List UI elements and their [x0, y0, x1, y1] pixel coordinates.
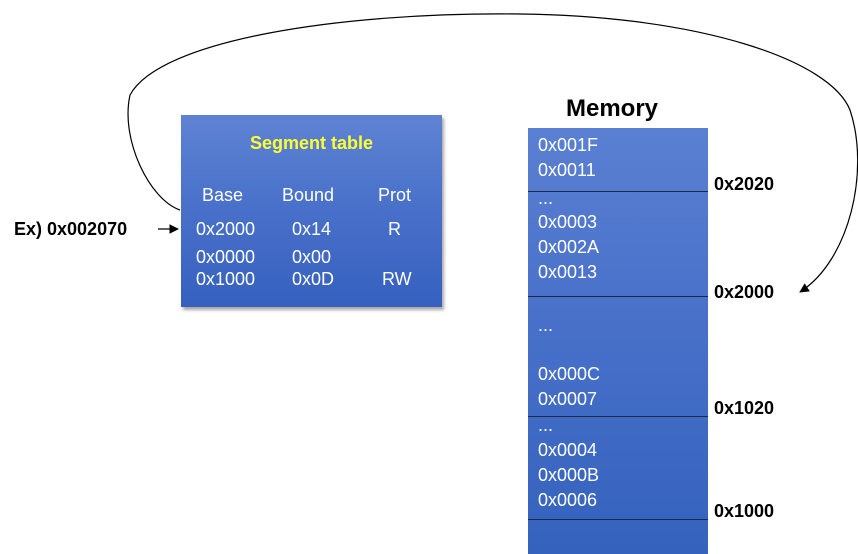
memory-cell: 0x000B [538, 465, 600, 485]
boundary-line-2000 [528, 296, 708, 297]
row-2-bound: 0x0D [292, 269, 335, 289]
memory-ellipsis: ... [538, 315, 554, 335]
memory-cell: 0x0006 [538, 490, 598, 510]
memory-cell: 0x002A [538, 237, 600, 257]
segment-table-title: Segment table [249, 133, 374, 153]
example-address-label: Ex) 0x002070 [14, 219, 128, 239]
memory-ellipsis: ... [538, 188, 554, 208]
header-bound: Bound [282, 185, 335, 205]
memory-cell: 0x0011 [538, 160, 596, 180]
memory-cell: 0x0004 [538, 440, 598, 460]
row-2-prot: RW [382, 269, 412, 289]
memory-cell: 0x0003 [538, 212, 598, 232]
header-base: Base [202, 185, 244, 205]
memory-cell: 0x001F [538, 135, 599, 155]
row-0-base: 0x2000 [196, 219, 256, 239]
row-1-bound: 0x00 [292, 247, 332, 267]
memory-cell: 0x000C [538, 364, 601, 384]
address-label-1000: 0x1000 [714, 501, 775, 521]
row-1-base: 0x0000 [196, 247, 256, 267]
header-prot: Prot [378, 185, 412, 205]
address-label-2020: 0x2020 [714, 174, 775, 194]
memory-block: 0x001F 0x0011 ... 0x0003 0x002A 0x0013 .… [528, 128, 708, 554]
memory-cell: 0x0013 [538, 262, 598, 282]
boundary-line-2020 [528, 191, 708, 192]
row-2-base: 0x1000 [196, 269, 256, 289]
boundary-line-1020 [528, 416, 708, 417]
address-label-1020: 0x1020 [714, 398, 775, 418]
segment-table: Segment table Base Bound Prot 0x2000 0x1… [181, 115, 442, 307]
memory-title: Memory [566, 95, 659, 122]
memory-ellipsis: ... [538, 415, 554, 435]
boundary-line-1000 [528, 519, 708, 520]
loop-arrow [127, 13, 858, 293]
memory-cell: 0x0007 [538, 389, 598, 409]
address-label-2000: 0x2000 [714, 282, 775, 302]
row-0-bound: 0x14 [292, 219, 332, 239]
row-0-prot: R [388, 219, 401, 239]
